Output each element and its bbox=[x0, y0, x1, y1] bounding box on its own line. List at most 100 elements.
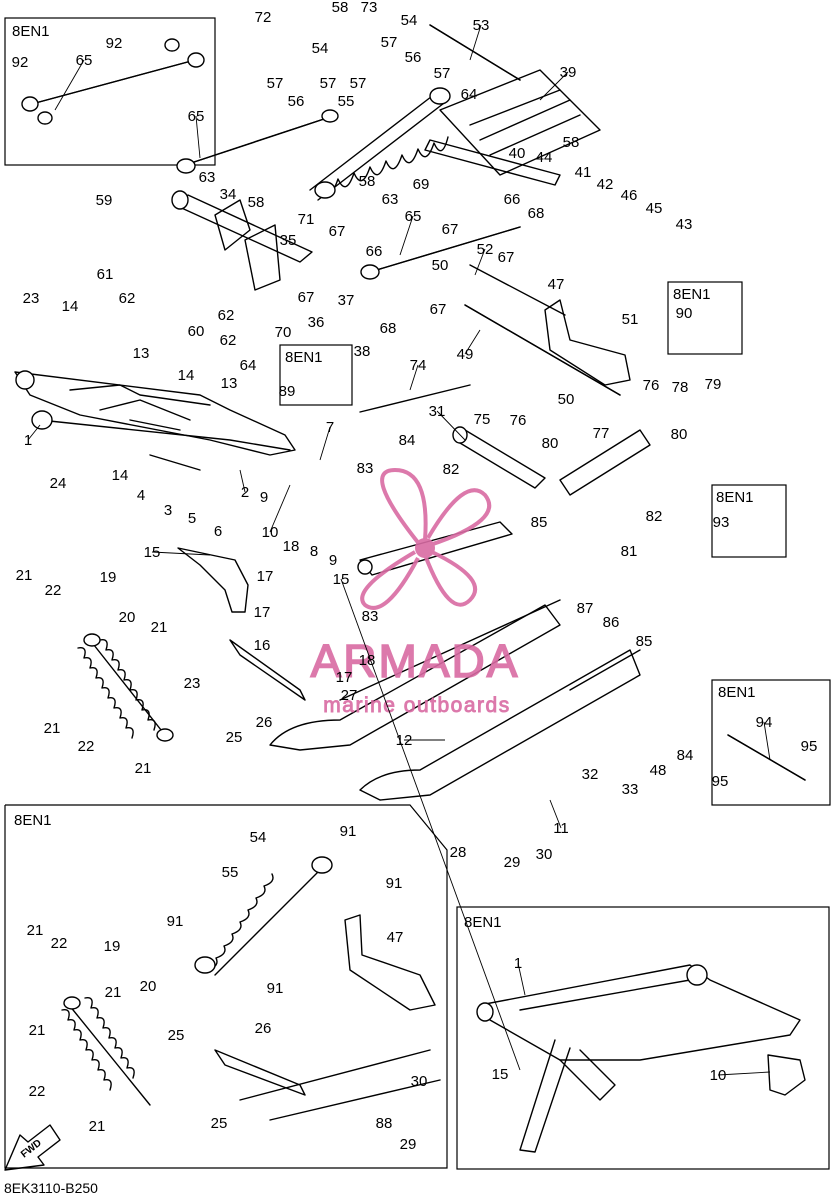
callout-52: 52 bbox=[477, 241, 494, 258]
callout-88: 88 bbox=[376, 1115, 393, 1132]
callout-4: 4 bbox=[137, 487, 145, 504]
callout-42: 42 bbox=[597, 176, 614, 193]
callout-62: 62 bbox=[218, 307, 235, 324]
callout-61: 61 bbox=[97, 266, 114, 283]
callout-18: 18 bbox=[283, 538, 300, 555]
inset-box-89: 8EN1 bbox=[279, 344, 353, 406]
callout-33: 33 bbox=[622, 781, 639, 798]
callout-57: 57 bbox=[434, 65, 451, 82]
callout-35: 35 bbox=[280, 232, 297, 249]
callout-56: 56 bbox=[288, 93, 305, 110]
callout-68: 68 bbox=[528, 205, 545, 222]
callout-14: 14 bbox=[112, 467, 129, 484]
callout-11: 11 bbox=[553, 820, 569, 837]
callout-82: 82 bbox=[646, 508, 663, 525]
callout-21: 21 bbox=[135, 760, 152, 777]
callout-15: 15 bbox=[492, 1066, 509, 1083]
callout-24: 24 bbox=[50, 475, 67, 492]
callout-62: 62 bbox=[220, 332, 237, 349]
callout-83: 83 bbox=[357, 460, 374, 477]
leader-line-65 bbox=[54, 59, 85, 111]
callout-21: 21 bbox=[44, 720, 61, 737]
callout-21: 21 bbox=[89, 1118, 106, 1135]
callout-21: 21 bbox=[105, 984, 122, 1001]
inset-tag: 8EN1 bbox=[14, 812, 52, 829]
callout-58: 58 bbox=[563, 134, 580, 151]
watermark: ARMADA marine outboards bbox=[310, 467, 518, 717]
callout-76: 76 bbox=[510, 412, 527, 429]
callout-63: 63 bbox=[382, 191, 399, 208]
leader-line-65 bbox=[195, 115, 201, 159]
callout-73: 73 bbox=[361, 0, 378, 16]
callout-5: 5 bbox=[188, 510, 196, 527]
callout-56: 56 bbox=[405, 49, 422, 66]
callout-6: 6 bbox=[214, 523, 222, 540]
callout-54: 54 bbox=[401, 12, 418, 29]
callout-85: 85 bbox=[636, 633, 653, 650]
callout-51: 51 bbox=[622, 311, 639, 328]
callout-12: 12 bbox=[396, 732, 413, 749]
callout-29: 29 bbox=[400, 1136, 417, 1153]
callout-84: 84 bbox=[399, 432, 416, 449]
callout-57: 57 bbox=[320, 75, 337, 92]
leader-line-15 bbox=[151, 551, 211, 556]
inset-tag: 8EN1 bbox=[718, 684, 756, 701]
callout-68: 68 bbox=[380, 320, 397, 337]
callout-54: 54 bbox=[250, 829, 267, 846]
callout-87: 87 bbox=[577, 600, 594, 617]
callout-10: 10 bbox=[710, 1067, 727, 1084]
callout-17: 17 bbox=[257, 568, 274, 585]
callout-70: 70 bbox=[275, 324, 292, 341]
leader-line-53 bbox=[469, 24, 482, 61]
callout-74: 74 bbox=[410, 357, 427, 374]
callout-94: 94 bbox=[756, 714, 773, 731]
callout-13: 13 bbox=[133, 345, 150, 362]
leader-line-2 bbox=[239, 469, 246, 493]
callout-48: 48 bbox=[650, 762, 667, 779]
watermark-propeller-icon bbox=[360, 467, 492, 610]
callout-57: 57 bbox=[350, 75, 367, 92]
callout-20: 20 bbox=[140, 978, 157, 995]
callout-67: 67 bbox=[430, 301, 447, 318]
callout-71: 71 bbox=[298, 211, 315, 228]
inset-box-top-left: 8EN1 bbox=[4, 17, 216, 166]
callout-64: 64 bbox=[240, 357, 257, 374]
callout-19: 19 bbox=[104, 938, 121, 955]
inset-tag: 8EN1 bbox=[716, 489, 754, 506]
callout-81: 81 bbox=[621, 543, 638, 560]
callout-47: 47 bbox=[548, 276, 565, 293]
inset-tag: 8EN1 bbox=[285, 349, 323, 366]
callout-65: 65 bbox=[405, 208, 422, 225]
callout-25: 25 bbox=[168, 1027, 185, 1044]
inset-tag: 8EN1 bbox=[464, 914, 502, 931]
callout-50: 50 bbox=[558, 391, 575, 408]
callout-45: 45 bbox=[646, 200, 663, 217]
callout-47: 47 bbox=[387, 929, 404, 946]
callout-22: 22 bbox=[29, 1083, 46, 1100]
fwd-arrow-icon: FWD bbox=[4, 1124, 61, 1171]
callout-8: 8 bbox=[310, 543, 318, 560]
callout-84: 84 bbox=[677, 747, 694, 764]
callout-10: 10 bbox=[262, 524, 279, 541]
callout-92: 92 bbox=[106, 35, 123, 52]
callout-53: 53 bbox=[473, 17, 490, 34]
leader-line-10 bbox=[717, 1071, 771, 1076]
inset-tag: 8EN1 bbox=[12, 23, 50, 40]
callout-15: 15 bbox=[333, 571, 350, 588]
callout-23: 23 bbox=[23, 290, 40, 307]
callout-83: 83 bbox=[362, 608, 379, 625]
callout-46: 46 bbox=[621, 187, 638, 204]
callout-18: 18 bbox=[359, 652, 376, 669]
callout-34: 34 bbox=[220, 186, 237, 203]
callout-19: 19 bbox=[100, 569, 117, 586]
callout-78: 78 bbox=[672, 379, 689, 396]
inset-box-bottom-left: 8EN1 bbox=[4, 804, 448, 1169]
callout-75: 75 bbox=[474, 411, 491, 428]
callout-91: 91 bbox=[267, 980, 284, 997]
callout-9: 9 bbox=[260, 489, 268, 506]
callout-49: 49 bbox=[457, 346, 474, 363]
callout-79: 79 bbox=[705, 376, 722, 393]
callout-92: 92 bbox=[12, 54, 29, 71]
callout-36: 36 bbox=[308, 314, 325, 331]
